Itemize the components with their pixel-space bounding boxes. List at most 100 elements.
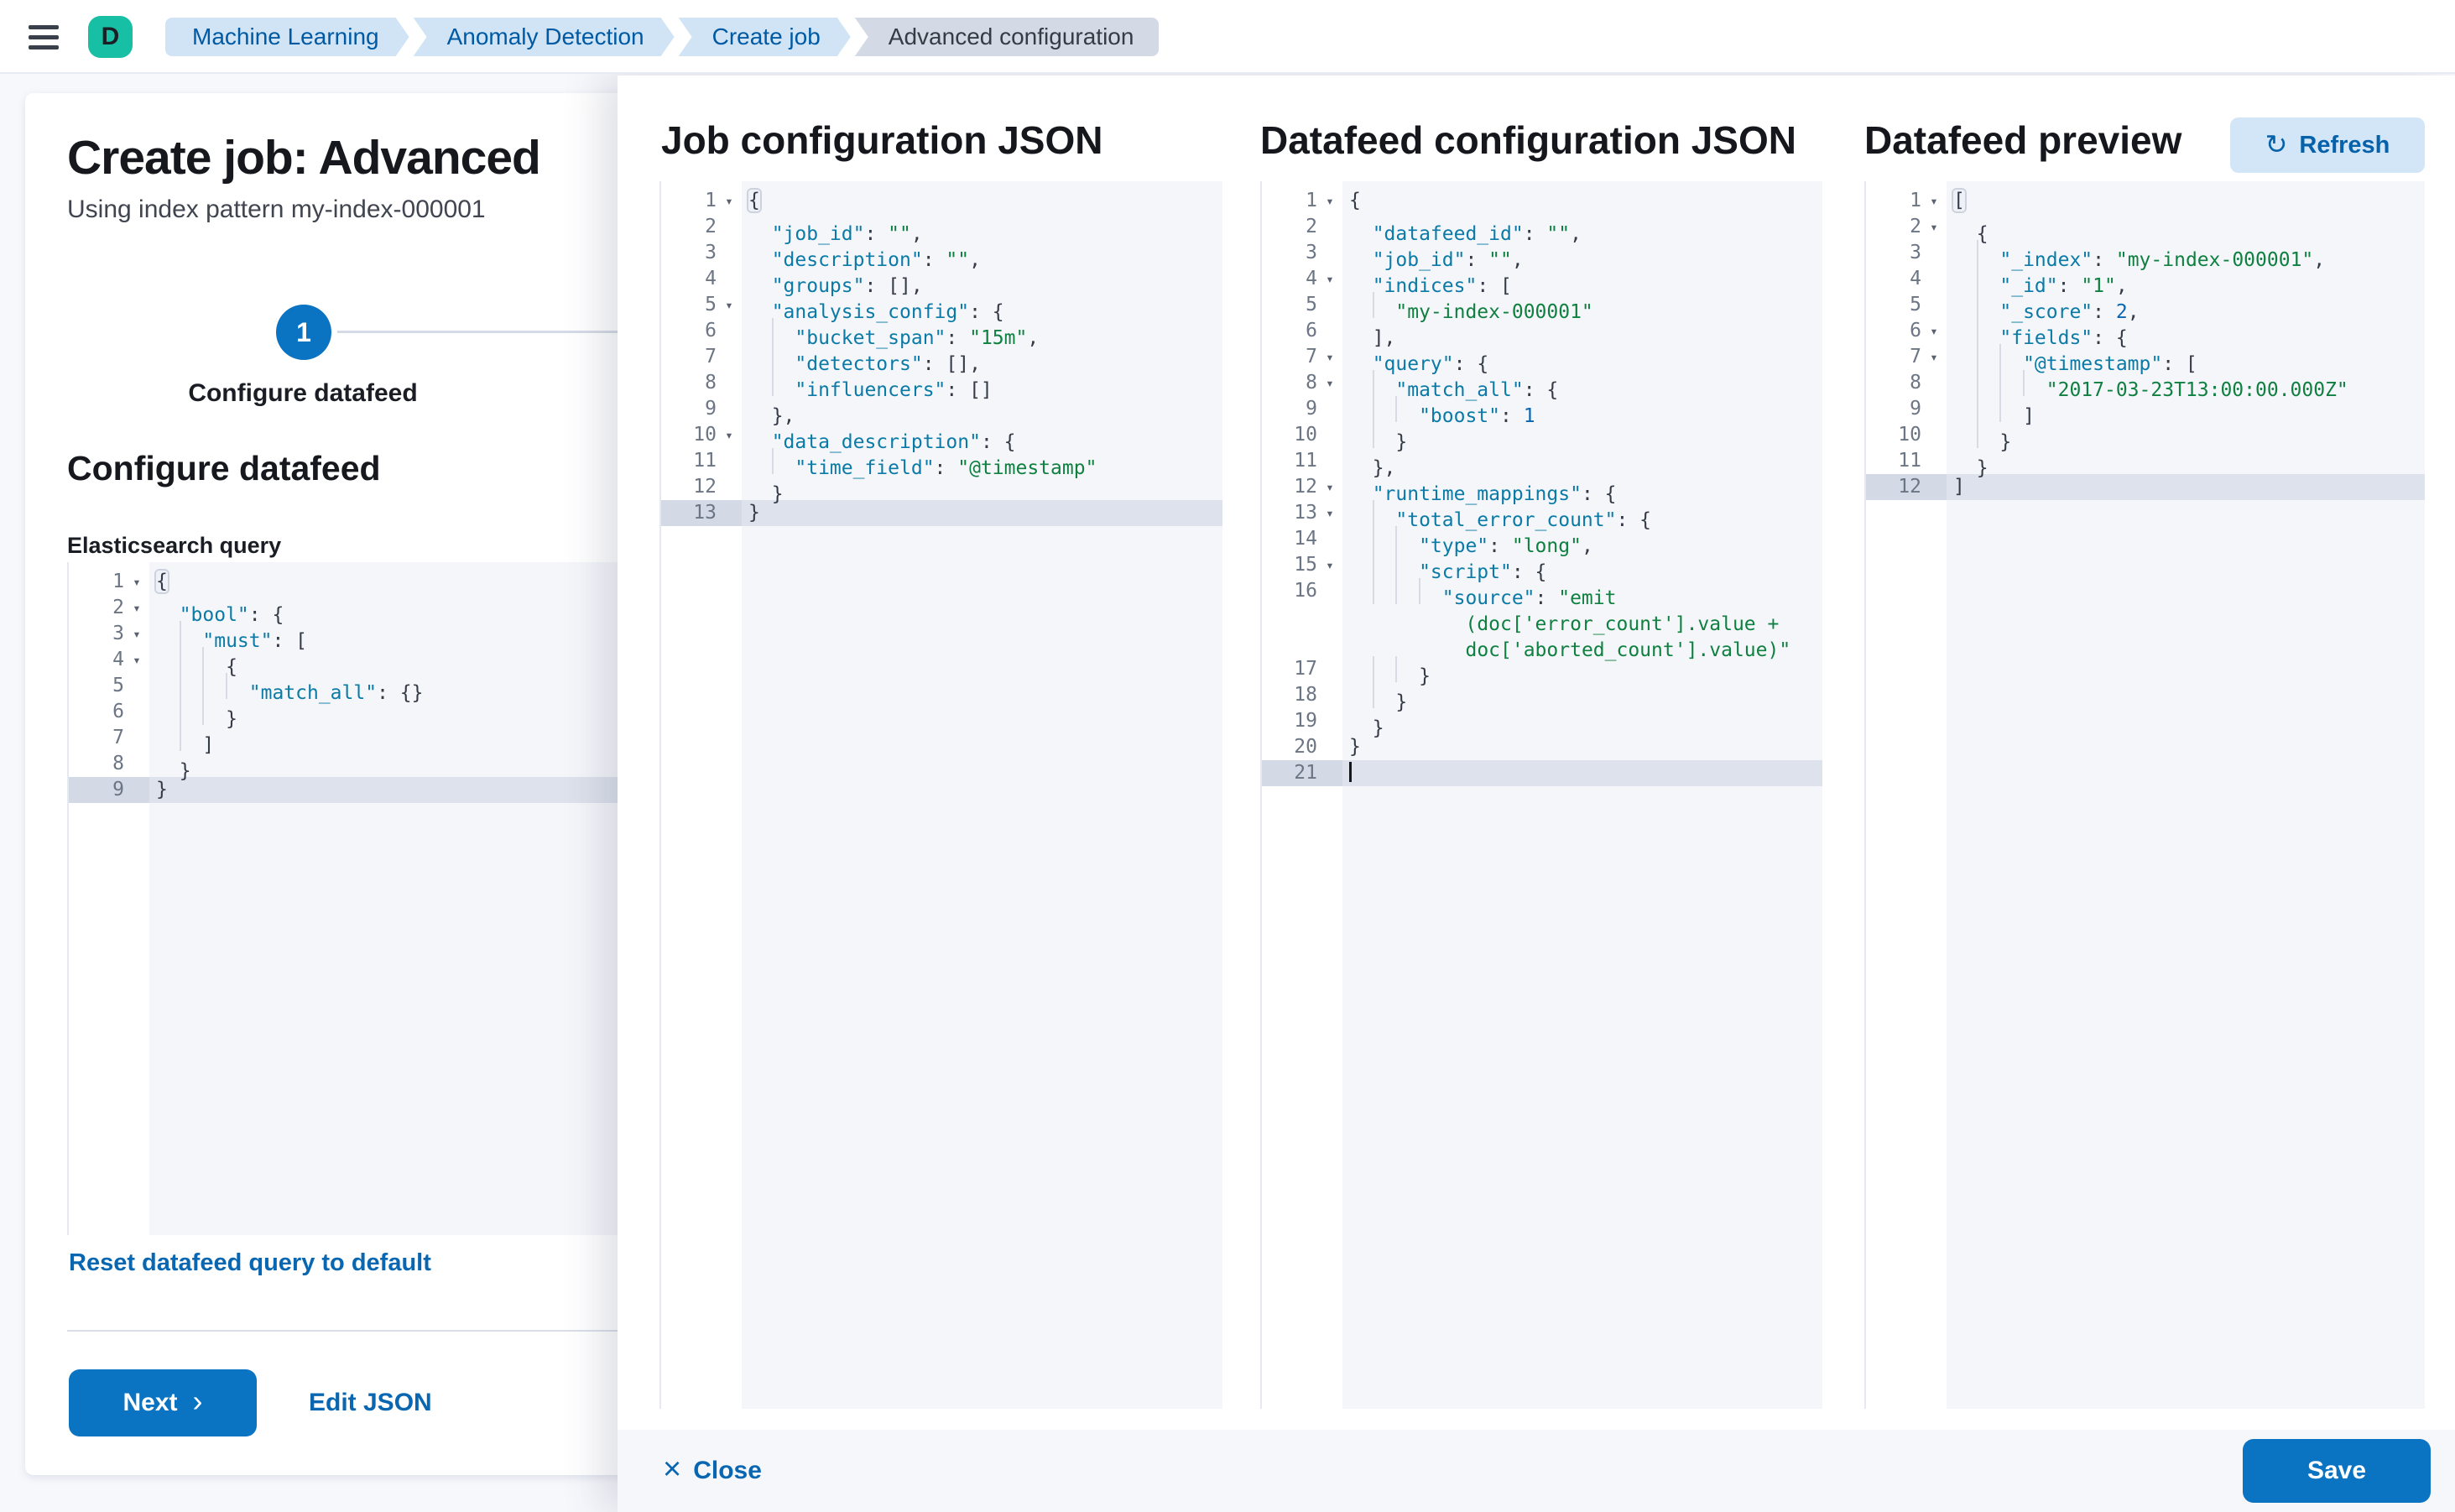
- fold-arrow-icon[interactable]: ▾: [1326, 375, 1334, 391]
- indent-guide: [1372, 526, 1396, 552]
- fold-arrow-icon[interactable]: ▾: [725, 427, 733, 443]
- fold-spacer: [1317, 682, 1342, 708]
- indent-guide: [1372, 552, 1396, 578]
- reset-datafeed-query-link[interactable]: Reset datafeed query to default: [69, 1249, 431, 1276]
- create-job-wizard-panel: Create job: Advanced Using index pattern…: [25, 93, 671, 1475]
- fold-spacer: [1317, 604, 1342, 630]
- save-button[interactable]: Save: [2243, 1439, 2431, 1503]
- fold-arrow-icon[interactable]: ▾: [1326, 271, 1334, 287]
- code-line: 13▾"total_error_count": {: [1262, 500, 1822, 531]
- indent-guide: [1976, 240, 2000, 266]
- fold-arrow-icon[interactable]: ▾: [1930, 349, 1938, 365]
- fold-spacer: [717, 500, 742, 526]
- indent-guide: [1372, 292, 1396, 318]
- fold-arrow-icon[interactable]: ▾: [725, 297, 733, 313]
- json-editor-flyout: Job configuration JSON Datafeed configur…: [618, 76, 2455, 1512]
- line-number: 21: [1294, 762, 1317, 784]
- line-number: 1: [1910, 190, 1921, 211]
- code-line: 5"_score": 2,: [1866, 292, 2425, 323]
- fold-arrow-icon[interactable]: ▾: [1326, 349, 1334, 365]
- fold-spacer: [717, 318, 742, 344]
- fold-arrow-icon[interactable]: ▾: [1930, 323, 1938, 339]
- code-line: 11},: [1262, 448, 1822, 479]
- step-1-indicator[interactable]: 1: [276, 305, 331, 360]
- breadcrumb-item[interactable]: Machine Learning: [165, 18, 409, 56]
- code-line: 8▾"match_all": {: [1262, 370, 1822, 401]
- code-line: 4"_id": "1",: [1866, 266, 2425, 297]
- page-title: Create job: Advanced: [67, 131, 541, 185]
- indent-guide: [1999, 344, 2023, 370]
- indent-guide: [771, 318, 795, 344]
- indent-guide: [1976, 292, 2000, 318]
- fold-spacer: [1921, 396, 1947, 422]
- code-line: 1▾{: [1262, 188, 1822, 214]
- indent-guide: [1395, 526, 1419, 552]
- job-config-editor[interactable]: 1▾{2"job_id": "",3"description": "",4"gr…: [659, 181, 1222, 1409]
- indent-guide: [179, 621, 203, 647]
- line-number: [1262, 604, 1317, 630]
- indent-guide: [1372, 500, 1396, 526]
- code-line: 11}: [1866, 448, 2425, 479]
- line-number: 1: [112, 571, 124, 592]
- fold-spacer: [1317, 318, 1342, 344]
- indent-guide: [1976, 318, 2000, 344]
- menu-icon[interactable]: [29, 19, 62, 55]
- line-number: 9: [1910, 398, 1921, 420]
- code-line: 3"job_id": "",: [1262, 240, 1822, 271]
- section-heading: Configure datafeed: [67, 449, 381, 487]
- fold-arrow-icon[interactable]: ▾: [1930, 219, 1938, 235]
- indent-guide: [1395, 396, 1419, 422]
- code-line: 2▾"bool": {: [69, 595, 659, 626]
- indent-guide: [1999, 396, 2023, 422]
- line-number: 8: [1910, 372, 1921, 394]
- indent-guide: [1395, 578, 1419, 604]
- datafeed-config-editor[interactable]: 1▾{2"datafeed_id": "",3"job_id": "",4▾"i…: [1260, 181, 1822, 1409]
- refresh-button[interactable]: ↻ Refresh: [2230, 117, 2425, 173]
- line-number: 12: [1294, 476, 1317, 498]
- fold-arrow-icon[interactable]: ▾: [133, 652, 141, 668]
- code-line: 7▾"@timestamp": [: [1866, 344, 2425, 375]
- close-button[interactable]: × Close: [663, 1452, 762, 1487]
- code-line: 9]: [1866, 396, 2425, 427]
- fold-arrow-icon[interactable]: ▾: [1326, 479, 1334, 495]
- indent-guide: [202, 699, 226, 725]
- datafeed-preview-editor[interactable]: 1▾[2▾{3"_index": "my-index-000001",4"_id…: [1864, 181, 2425, 1409]
- code-line: 2"job_id": "",: [661, 214, 1222, 245]
- line-number: 2: [112, 597, 124, 618]
- next-button[interactable]: Next ›: [69, 1369, 257, 1436]
- code-line: 15▾"script": {: [1262, 552, 1822, 583]
- indent-guide: [1395, 552, 1419, 578]
- indent-guide: [1976, 422, 2000, 448]
- line-number: 6: [1306, 320, 1317, 342]
- fold-arrow-icon[interactable]: ▾: [133, 600, 141, 616]
- line-number: 9: [705, 398, 717, 420]
- fold-spacer: [1317, 630, 1342, 656]
- space-avatar[interactable]: D: [88, 16, 133, 58]
- line-number: 8: [1306, 372, 1317, 394]
- elasticsearch-query-editor[interactable]: 1▾{2▾"bool": {3▾"must": [4▾{5"match_all"…: [67, 562, 659, 1235]
- code-line: 3"description": "",: [661, 240, 1222, 271]
- code-line: 7]: [69, 725, 659, 756]
- fold-arrow-icon[interactable]: ▾: [1930, 193, 1938, 209]
- code-line: (doc['error_count'].value +: [1262, 604, 1822, 635]
- indent-guide: [1372, 370, 1396, 396]
- breadcrumb-item[interactable]: Anomaly Detection: [414, 18, 675, 56]
- fold-arrow-icon[interactable]: ▾: [725, 193, 733, 209]
- line-number: 1: [1306, 190, 1317, 211]
- fold-spacer: [1317, 578, 1342, 604]
- fold-arrow-icon[interactable]: ▾: [133, 574, 141, 590]
- fold-arrow-icon[interactable]: ▾: [133, 626, 141, 642]
- fold-spacer: [1921, 370, 1947, 396]
- edit-json-link[interactable]: Edit JSON: [309, 1389, 432, 1416]
- fold-arrow-icon[interactable]: ▾: [1326, 505, 1334, 521]
- fold-arrow-icon[interactable]: ▾: [1326, 557, 1334, 573]
- line-number: 5: [1910, 294, 1921, 315]
- breadcrumb-item[interactable]: Create job: [679, 18, 851, 56]
- line-number: 4: [1306, 268, 1317, 289]
- fold-spacer: [1317, 656, 1342, 682]
- fold-arrow-icon[interactable]: ▾: [1326, 193, 1334, 209]
- line-number: 11: [1898, 450, 1921, 472]
- line-number: 1: [705, 190, 717, 211]
- code-line: 5"my-index-000001": [1262, 292, 1822, 323]
